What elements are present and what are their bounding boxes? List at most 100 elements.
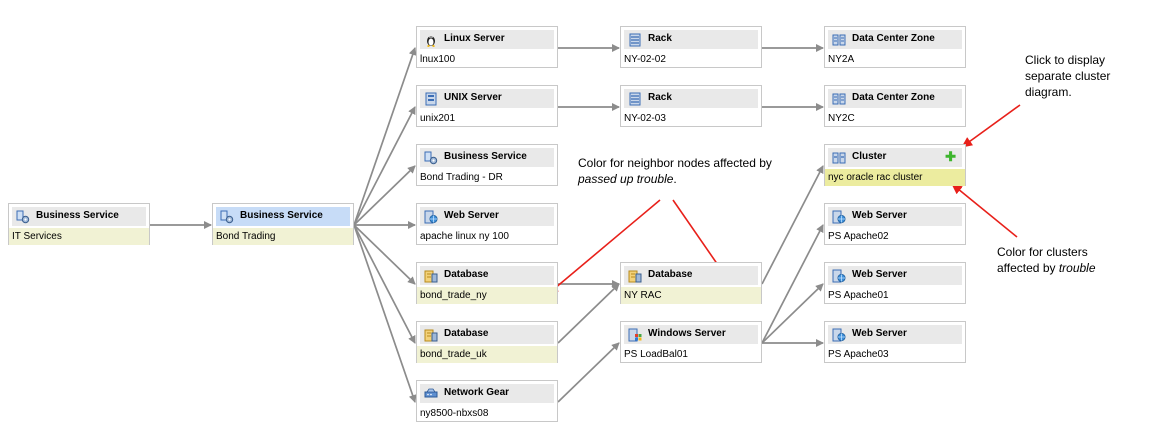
edge-dbuk-to-rac <box>557 283 620 344</box>
node-type-label: Linux Server <box>444 33 505 44</box>
node-type-label: Database <box>444 328 489 339</box>
edge-bond-to-bdr <box>353 165 416 226</box>
node-type-label: Web Server <box>444 210 499 221</box>
node-type-label: Cluster <box>852 151 887 162</box>
node-dbuk[interactable]: Database bond_trade_uk <box>416 321 558 363</box>
edge-bond-to-unix <box>353 106 416 226</box>
database-icon <box>628 269 642 283</box>
node-header: Data Center Zone <box>828 89 962 108</box>
node-header: Network Gear <box>420 384 554 403</box>
node-header: Windows Server <box>624 325 758 344</box>
node-name-label: lnux100 <box>420 54 456 65</box>
network-gear-icon <box>424 387 438 401</box>
business-service-icon <box>424 151 438 165</box>
node-win[interactable]: Windows Server PS LoadBal01 <box>620 321 762 363</box>
node-name-label: ny8500-nbxs08 <box>420 408 489 419</box>
node-lnx[interactable]: Linux Server lnux100 <box>416 26 558 68</box>
node-ap01[interactable]: Web Server PS Apache01 <box>824 262 966 304</box>
annotation-cluster-color-em: trouble <box>1058 261 1096 275</box>
node-type-label: Rack <box>648 92 672 103</box>
node-name-label: NY2A <box>828 54 855 65</box>
edge-win-to-ap02 <box>761 224 824 344</box>
annotation-cluster-color-text: Color for clusters affected by <box>997 245 1088 275</box>
edge-bond-to-dbuk <box>353 224 416 344</box>
web-server-icon <box>832 328 846 342</box>
edge-bond-to-ng <box>353 224 417 403</box>
node-type-label: Database <box>444 269 489 280</box>
annotation-neighbor-color-em: passed up trouble <box>578 172 674 186</box>
web-server-icon <box>832 269 846 283</box>
node-type-label: Data Center Zone <box>852 92 935 103</box>
database-icon <box>424 269 438 283</box>
node-name-label: NY-02-03 <box>624 113 666 124</box>
node-name-label: Bond Trading - DR <box>420 172 503 183</box>
node-type-label: Web Server <box>852 269 907 280</box>
node-rac[interactable]: Database NY RAC <box>620 262 762 304</box>
data-center-zone-icon <box>832 92 846 106</box>
node-name-label: NY-02-02 <box>624 54 666 65</box>
web-server-icon <box>832 210 846 224</box>
windows-server-icon <box>628 328 642 342</box>
expand-cluster-icon[interactable]: ✚ <box>945 149 956 164</box>
node-header: Database <box>420 325 554 344</box>
node-header: Rack <box>624 89 758 108</box>
node-type-label: Business Service <box>36 210 119 221</box>
node-name-label: Bond Trading <box>213 228 353 245</box>
node-ap02[interactable]: Web Server PS Apache02 <box>824 203 966 245</box>
node-name-label: NY RAC <box>621 287 761 304</box>
node-header: Database <box>624 266 758 285</box>
edge-bond-to-lnx <box>353 47 417 226</box>
node-dbny[interactable]: Database bond_trade_ny <box>416 262 558 304</box>
node-name-label: PS Apache02 <box>828 231 889 242</box>
node-header: Web Server <box>828 325 962 344</box>
node-header: UNIX Server <box>420 89 554 108</box>
node-unix[interactable]: UNIX Server unix201 <box>416 85 558 127</box>
node-type-label: Business Service <box>240 210 323 221</box>
node-type-label: UNIX Server <box>444 92 502 103</box>
linux-server-icon <box>424 33 438 48</box>
node-type-label: Web Server <box>852 210 907 221</box>
node-header: Business Service <box>12 207 146 226</box>
callout-arrow-cluster-click <box>961 104 1021 148</box>
business-service-icon <box>16 210 30 224</box>
node-type-label: Rack <box>648 33 672 44</box>
annotation-cluster-click: Click to display separate cluster diagra… <box>1025 53 1111 99</box>
node-type-label: Web Server <box>852 328 907 339</box>
edge-rac-to-cluster <box>761 165 824 285</box>
web-server-icon <box>424 210 438 224</box>
node-type-label: Network Gear <box>444 387 510 398</box>
node-name-label: bond_trade_uk <box>417 346 557 363</box>
node-cluster[interactable]: Cluster ✚ nyc oracle rac cluster <box>824 144 966 186</box>
node-header: Linux Server <box>420 30 554 49</box>
annotation-cluster-color: Color for clusters affected by trouble <box>997 244 1127 276</box>
node-name-label: unix201 <box>420 113 456 124</box>
annotation-neighbor-color-suffix: . <box>673 172 677 186</box>
database-icon <box>424 328 438 342</box>
business-service-icon <box>220 210 234 224</box>
rack-icon <box>628 92 642 106</box>
node-type-label: Data Center Zone <box>852 33 935 44</box>
node-type-label: Business Service <box>444 151 527 162</box>
node-name-label: PS LoadBal01 <box>624 349 688 360</box>
node-ng[interactable]: Network Gear ny8500-nbxs08 <box>416 380 558 422</box>
node-header: Web Server <box>828 207 962 226</box>
node-header: Business Service <box>216 207 350 226</box>
node-header: Web Server <box>828 266 962 285</box>
rack-icon <box>628 33 642 47</box>
node-type-label: Database <box>648 269 693 280</box>
node-name-label: bond_trade_ny <box>417 287 557 304</box>
node-header: Data Center Zone <box>828 30 962 49</box>
node-name-label: nyc oracle rac cluster <box>825 169 965 186</box>
node-name-label: PS Apache01 <box>828 290 889 301</box>
unix-server-icon <box>424 92 438 106</box>
